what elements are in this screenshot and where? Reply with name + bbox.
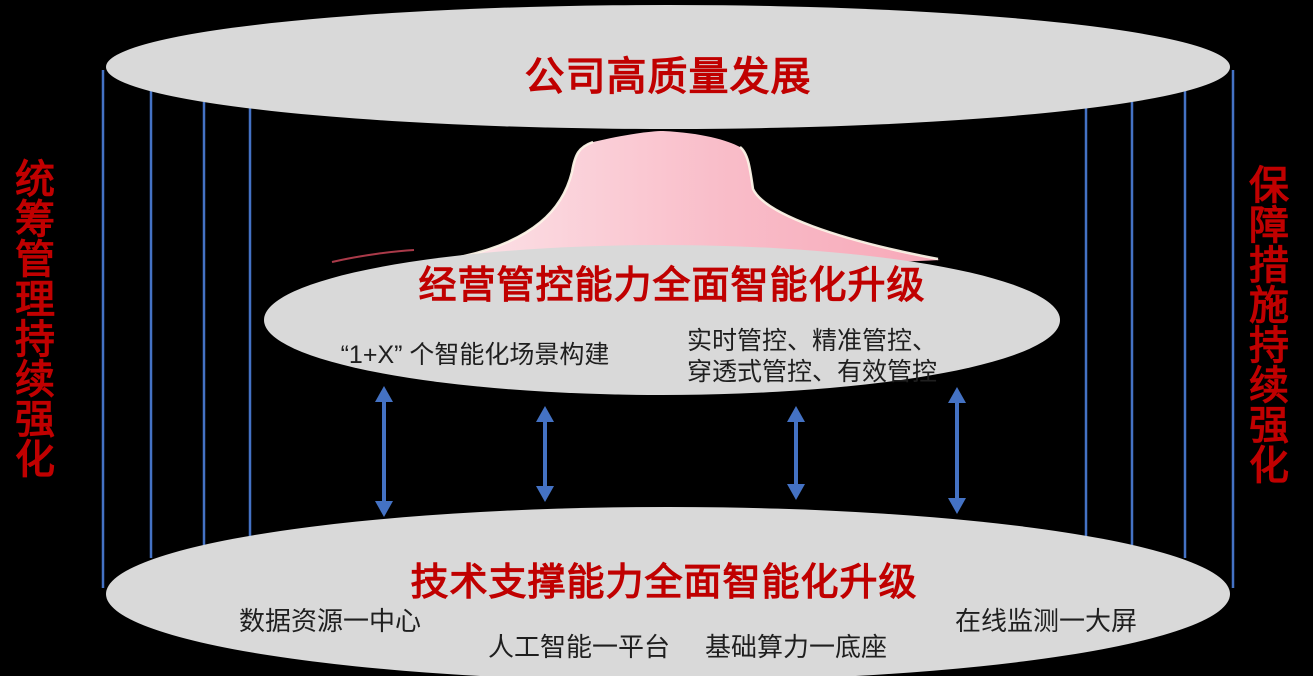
pink-funnel-left-highlight xyxy=(454,140,594,260)
middle-ellipse-title: 经营管控能力全面智能化升级 xyxy=(418,265,926,307)
top-ellipse xyxy=(106,5,1230,129)
double-arrow-4 xyxy=(948,387,966,514)
middle-left-item: “1+X” 个智能化场景构建 xyxy=(340,341,610,369)
bottom-ellipse xyxy=(106,507,1230,676)
double-arrow-1 xyxy=(375,386,393,517)
bottom-item-monitor-screen: 在线监测一大屏 xyxy=(954,606,1137,636)
pink-funnel-shape xyxy=(452,131,940,266)
pink-funnel-base-sliver xyxy=(331,249,415,263)
bottom-item-ai-platform: 人工智能一平台 xyxy=(487,632,670,662)
middle-right-item-line1: 实时管控、精准管控、 xyxy=(686,327,937,355)
left-side-label: 统筹管理持续强化 xyxy=(15,158,55,482)
pink-funnel-right-highlight xyxy=(739,146,939,261)
double-arrow-2 xyxy=(536,406,554,502)
double-arrow-3 xyxy=(787,406,805,500)
right-side-label: 保障措施持续强化 xyxy=(1249,164,1289,488)
bottom-ellipse-title: 技术支撑能力全面智能化升级 xyxy=(410,562,918,604)
bottom-item-compute-base: 基础算力一底座 xyxy=(704,632,887,662)
middle-ellipse xyxy=(264,245,1060,395)
bottom-item-data-center: 数据资源一中心 xyxy=(238,606,421,636)
middle-right-item-line2: 穿透式管控、有效管控 xyxy=(686,358,937,386)
top-ellipse-title: 公司高质量发展 xyxy=(524,55,812,99)
